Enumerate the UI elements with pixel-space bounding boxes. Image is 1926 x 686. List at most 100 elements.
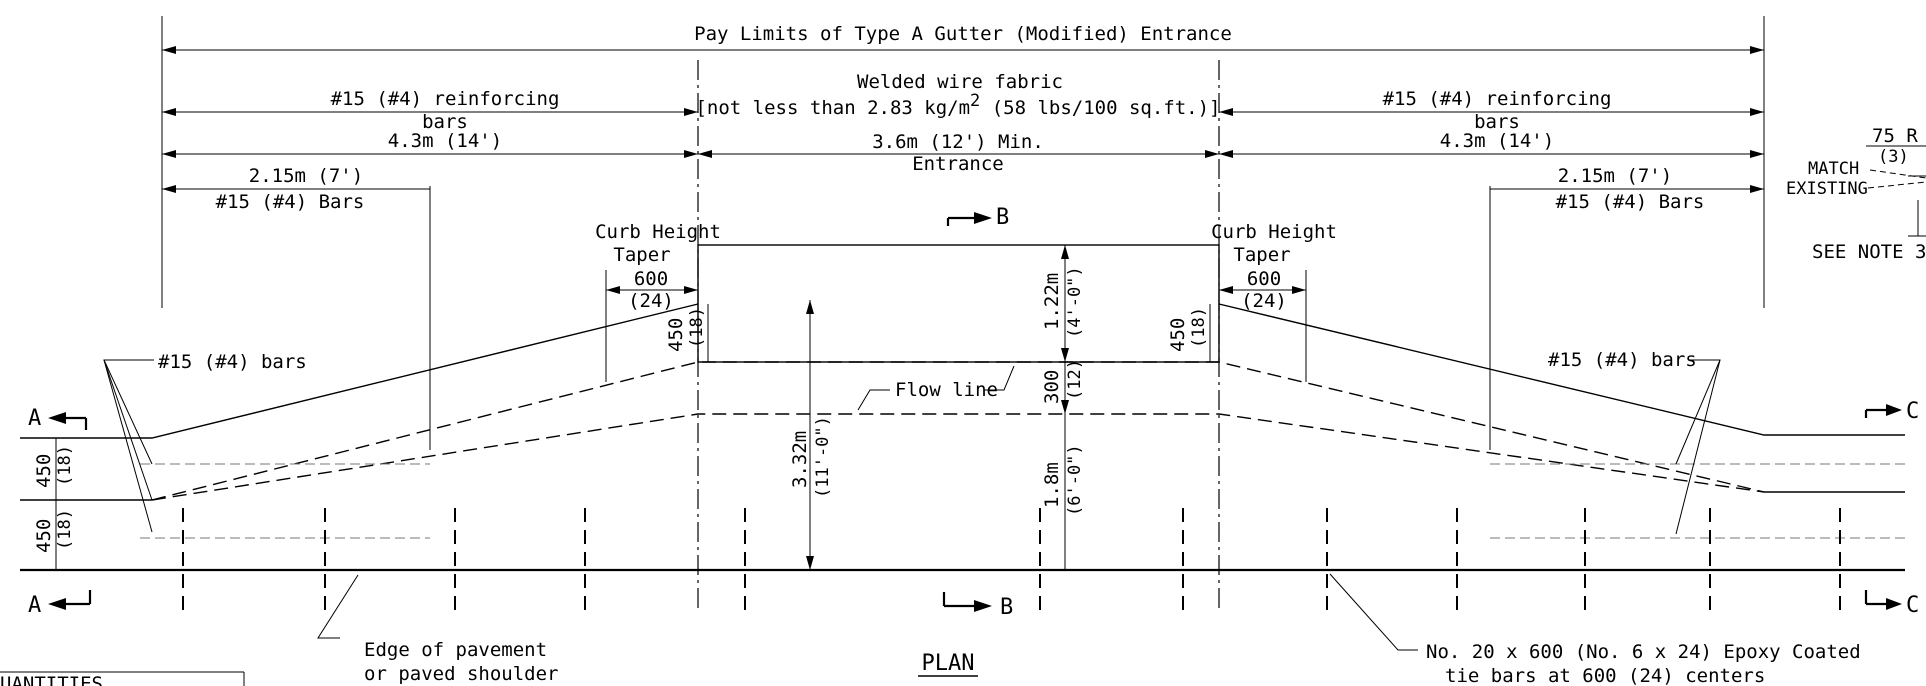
- pay-limits-label: Pay Limits of Type A Gutter (Modified) E…: [694, 23, 1232, 45]
- bars-left-label-2: #15 (#4) Bars: [216, 191, 365, 213]
- match-leader: [1869, 169, 1926, 179]
- plan-title: PLAN: [922, 651, 975, 676]
- arrowhead: [1750, 46, 1764, 54]
- flow-line-gutter: [151, 413, 1765, 501]
- bars-leader-left: [103, 359, 153, 501]
- tie-bars-label-1: No. 20 x 600 (No. 6 x 24) Epoxy Coated: [1426, 641, 1861, 663]
- bars-leader-right: [1675, 359, 1721, 465]
- arrowhead: [684, 150, 698, 158]
- bars-right-label-2: #15 (#4) Bars: [1556, 191, 1705, 213]
- arrowhead: [806, 556, 814, 570]
- dim300-1: 300: [1041, 370, 1063, 404]
- wwf-label-2: [not less than 2.83 kg/m2 (58 lbs/100 sq…: [695, 91, 1220, 119]
- dim122-2: (4'-0"): [1065, 266, 1085, 338]
- dim600-left-2: (24): [628, 290, 674, 312]
- arrowhead: [1061, 245, 1069, 259]
- dim18-1: 1.8m: [1041, 462, 1063, 508]
- arrowhead: [1750, 185, 1764, 193]
- curb-right-label-1: Curb Height: [1211, 221, 1337, 243]
- edge450b-1: 450: [33, 519, 55, 553]
- section-c-bot-label: C: [1906, 593, 1919, 618]
- arrowhead: [1061, 400, 1069, 414]
- dim600-right-1: 600: [1247, 268, 1281, 290]
- entrance-curb-outline: [697, 244, 1220, 363]
- section-a-top-label: A: [28, 406, 41, 431]
- bars-leader-left: [103, 359, 153, 465]
- section-b-bot-label: B: [1000, 595, 1013, 620]
- arrowhead: [1750, 108, 1764, 116]
- arrowhead: [1750, 150, 1764, 158]
- reinf-left-label-1: #15 (#4) reinforcing: [331, 88, 560, 110]
- arrowhead: [162, 46, 176, 54]
- dim450-left-2: (18): [687, 307, 707, 348]
- arrowhead: [1061, 348, 1069, 362]
- dim332-1: 3.32m: [789, 431, 811, 488]
- section-a-bot-label: A: [28, 593, 41, 618]
- dim122-1: 1.22m: [1041, 273, 1063, 330]
- arrowhead: [162, 150, 176, 158]
- edge-pave-leader: [317, 574, 359, 639]
- arrowhead: [1205, 150, 1219, 158]
- reinf-right-label-3: 4.3m (14'): [1440, 130, 1554, 152]
- section-b-top-label: B: [996, 205, 1009, 230]
- arrowhead: [606, 286, 620, 294]
- arrowhead: [1219, 286, 1233, 294]
- reinf-left-label-3: 4.3m (14'): [388, 130, 502, 152]
- flow-line-leader: [984, 365, 1015, 391]
- section-b-top-arrow: [974, 212, 992, 224]
- curb-right-label-2: Taper: [1233, 244, 1290, 266]
- curb-top-left: [20, 303, 699, 439]
- dim450-left-1: 450: [665, 318, 687, 352]
- match-label-1: MATCH: [1808, 159, 1859, 179]
- curb-top-right: [1218, 303, 1905, 436]
- section-c-top-label: C: [1906, 399, 1919, 424]
- see-note-label: SEE NOTE 3: [1812, 241, 1926, 263]
- reinf-left-label-2: bars: [422, 111, 468, 133]
- arrowhead: [684, 286, 698, 294]
- section-c-bot-arrow: [1886, 598, 1902, 610]
- match-label-2: EXISTING: [1786, 179, 1868, 199]
- bars-leader-left: [103, 359, 154, 533]
- entrance-dim-label: 3.6m (12') Min.: [872, 131, 1044, 153]
- dim450-right-1: 450: [1167, 318, 1189, 352]
- arrowhead: [162, 185, 176, 193]
- curb-left-label-1: Curb Height: [595, 221, 721, 243]
- edge-pave-label-1: Edge of pavement: [364, 639, 547, 661]
- arrowhead: [698, 150, 712, 158]
- reinf-right-label-2: bars: [1474, 111, 1520, 133]
- edge450a-1: 450: [33, 454, 55, 488]
- entrance-label: Entrance: [912, 153, 1004, 175]
- tie-bars-leader: [1329, 573, 1418, 651]
- arrowhead: [162, 108, 176, 116]
- flow-line-curb-bottom: [151, 361, 1765, 501]
- dim600-left-1: 600: [634, 268, 668, 290]
- tie-bars: [182, 508, 1841, 614]
- edge-pave-label-2: or paved shoulder: [364, 663, 558, 685]
- bars-left-label-1: 2.15m (7'): [249, 165, 363, 187]
- r75-label-1: 75 R: [1872, 125, 1918, 147]
- dim332-2: (11'-0"): [813, 416, 833, 498]
- arrowhead: [1219, 108, 1233, 116]
- bars-right-label-1: 2.15m (7'): [1558, 165, 1672, 187]
- arrowhead: [806, 300, 814, 314]
- flow-line-leader: [857, 389, 890, 411]
- quantities-label: UANTITIES: [0, 673, 103, 686]
- match-leader: [1867, 181, 1926, 189]
- section-b-bot-arrow: [974, 600, 992, 612]
- edge450a-2: (18): [55, 445, 75, 486]
- tie-bars-label-2: tie bars at 600 (24) centers: [1445, 665, 1765, 686]
- arrowhead: [684, 108, 698, 116]
- dim450-right-2: (18): [1189, 307, 1209, 348]
- edge450b-2: (18): [55, 509, 75, 550]
- wwf-label-1: Welded wire fabric: [857, 71, 1063, 93]
- section-a-top-arrow: [48, 412, 66, 424]
- flow-line-label: Flow line: [895, 379, 998, 401]
- curb-left-label-2: Taper: [613, 244, 670, 266]
- section-c-top-arrow: [1886, 404, 1902, 416]
- dim600-right-2: (24): [1241, 290, 1287, 312]
- arrowhead: [1292, 286, 1306, 294]
- bars-note-right: #15 (#4) bars: [1548, 349, 1697, 371]
- section-a-bot-arrow: [48, 598, 66, 610]
